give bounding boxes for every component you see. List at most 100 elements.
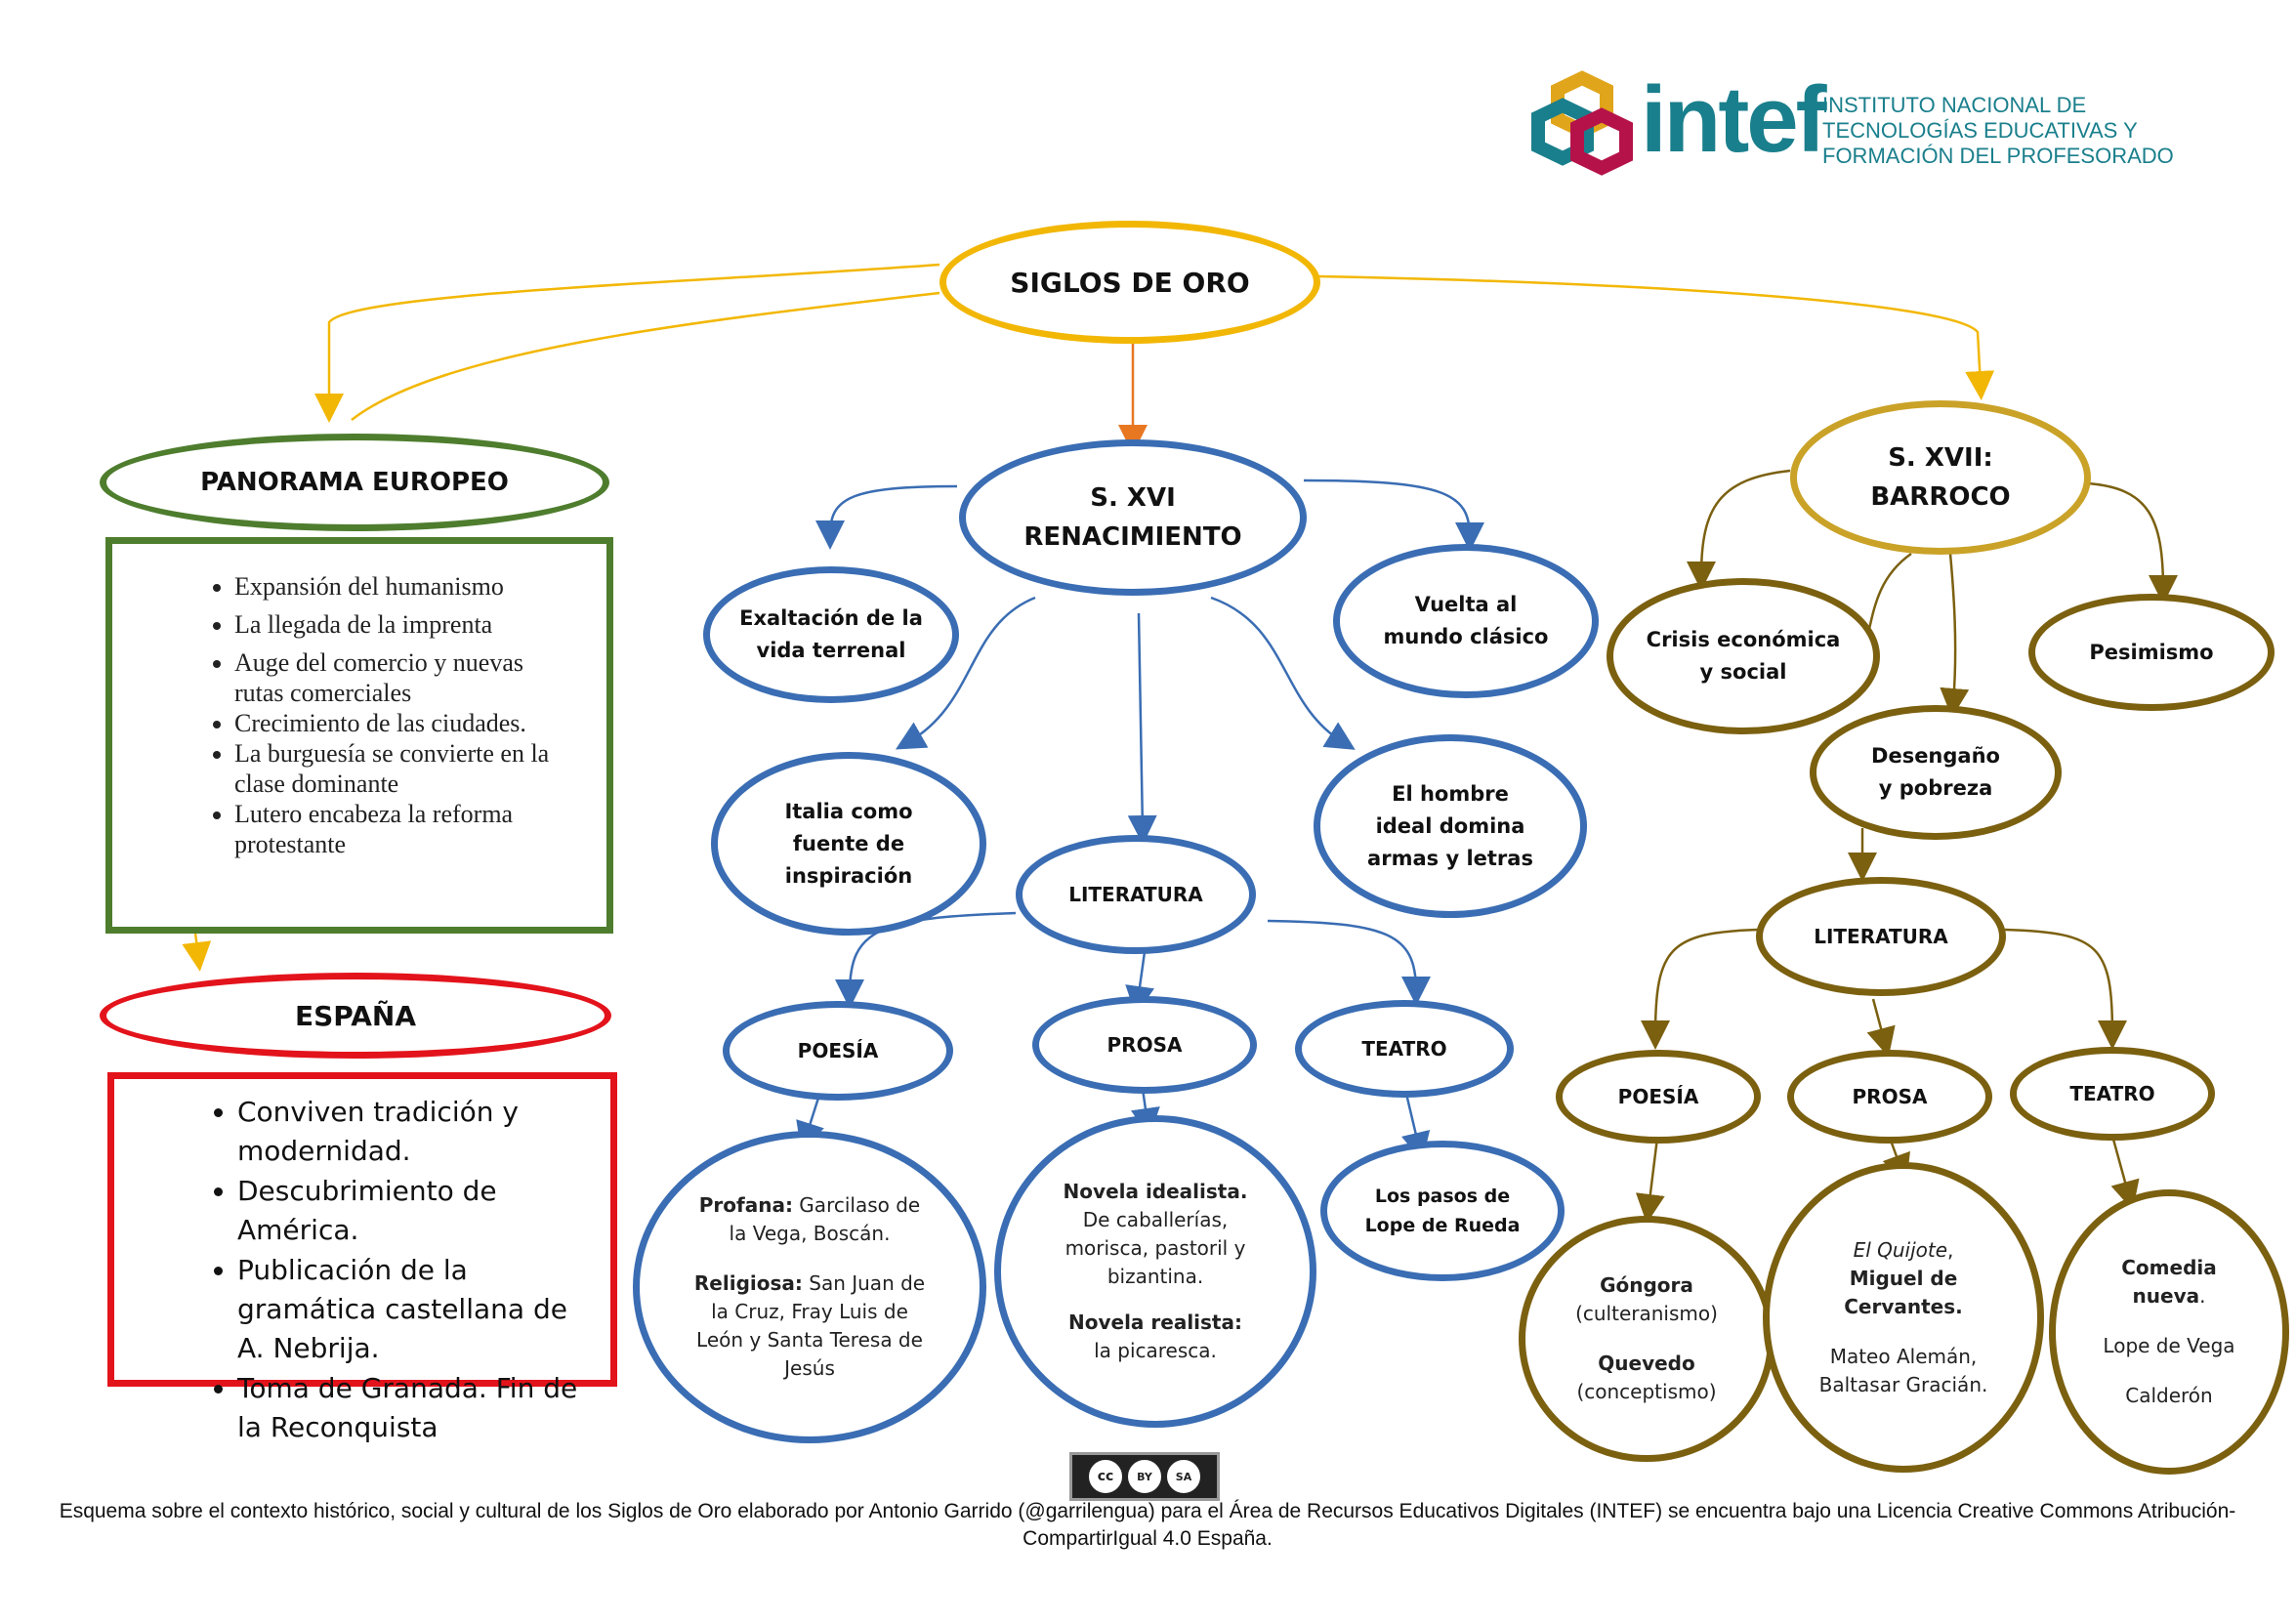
node-vuelta-line-2: mundo clásico	[1383, 625, 1549, 648]
panorama-item: Auge del comercio y nuevas rutas comerci…	[234, 647, 577, 708]
espana-item: Descubrimiento de América.	[237, 1172, 591, 1250]
panorama-europeo-box: Expansión del humanismo La llegada de la…	[105, 537, 613, 934]
node-literatura-s16: LITERATURA	[1016, 835, 1256, 954]
teatro-s16-detail-line-2: Lope de Rueda	[1364, 1215, 1521, 1236]
node-poesia-s16-detail: Profana: Garcilaso de la Vega, Boscán. R…	[633, 1131, 986, 1443]
panorama-item: Expansión del humanismo	[234, 571, 577, 602]
node-panorama-europeo-label: PANORAMA EUROPEO	[200, 468, 509, 497]
node-desengano-line-2: y pobreza	[1878, 776, 1993, 800]
arrow-root-to-barroco	[1317, 274, 1995, 400]
node-vuelta-line-1: Vuelta al	[1414, 593, 1518, 616]
node-desengano-line-1: Desengaño	[1871, 744, 2000, 768]
arrow-teatro16-to-detail	[1400, 1093, 1431, 1162]
espana-item: Conviven tradición y modernidad.	[237, 1093, 591, 1171]
node-teatro-s16-label: TEATRO	[1361, 1037, 1447, 1061]
node-espana: ESPAÑA	[100, 973, 611, 1059]
node-prosa-s17: PROSA	[1787, 1050, 1992, 1144]
node-hombre-line-3: armas y letras	[1367, 846, 1533, 870]
arrow-s17-to-desengano-a	[1940, 553, 1970, 718]
comedia-line: Comedia nueva.	[2085, 1254, 2253, 1311]
node-s17-title-line-2: BARROCO	[1870, 482, 2011, 512]
node-teatro-s17-detail: Comedia nueva. Lope de Vega Calderón	[2049, 1189, 2289, 1475]
intef-logo-icon	[1531, 70, 1633, 176]
calderon: Calderón	[2125, 1384, 2213, 1407]
node-prosa-s17-detail: El Quijote, Miguel de Cervantes. Mateo A…	[1763, 1162, 2044, 1473]
arrow-s17-to-crisis	[1687, 469, 1791, 591]
node-vuelta-mundo-clasico: Vuelta al mundo clásico	[1333, 544, 1599, 698]
node-prosa-s16-detail: Novela idealista. De caballerías, morisc…	[994, 1115, 1316, 1428]
node-panorama-europeo: PANORAMA EUROPEO	[100, 434, 609, 531]
by-icon: BY	[1128, 1460, 1161, 1493]
prosa-realista-text: la picaresca.	[1094, 1339, 1217, 1362]
arrow-s16-to-literatura	[1127, 612, 1157, 845]
node-crisis-line-2: y social	[1699, 660, 1787, 684]
panorama-item: La llegada de la imprenta	[234, 609, 577, 640]
arrow-s16-to-hombre	[1210, 596, 1356, 750]
quijote-title: El Quijote	[1853, 1237, 1948, 1262]
espana-item: Toma de Granada. Fin de la Reconquista	[237, 1369, 591, 1447]
intef-subtitle-line-1: INSTITUTO NACIONAL DE	[1822, 93, 2087, 117]
intef-subtitle: INSTITUTO NACIONAL DE TECNOLOGÍAS EDUCAT…	[1822, 93, 2174, 169]
line-root-to-panorama-2	[351, 291, 940, 421]
prosa-realista-label: Novela realista:	[1068, 1311, 1242, 1334]
node-exaltacion-line-2: vida terrenal	[756, 639, 906, 662]
cervantes-name: Miguel de Cervantes.	[1844, 1266, 1963, 1318]
node-literatura-s17-label: LITERATURA	[1814, 925, 1948, 948]
node-italia-line-1: Italia como	[784, 799, 913, 823]
arrow-root-to-panorama	[314, 263, 940, 423]
cc-by-sa-badge[interactable]: cc BY SA	[1069, 1452, 1220, 1501]
prosa-idealista-text: De caballerías, morisca, pastoril y biza…	[1065, 1208, 1246, 1288]
node-prosa-s16-label: PROSA	[1106, 1033, 1183, 1057]
espana-box: Conviven tradición y modernidad. Descubr…	[107, 1072, 617, 1443]
node-italia-line-3: inspiración	[784, 863, 913, 888]
arrow-teatro17-to-detail	[2110, 1135, 2140, 1211]
node-s16-title-line-1: S. XVI	[1090, 483, 1176, 513]
intef-subtitle-line-2: TECNOLOGÍAS EDUCATIVAS Y	[1822, 118, 2138, 143]
node-poesia-s17-label: POESÍA	[1617, 1085, 1699, 1108]
node-teatro-s16: TEATRO	[1295, 1000, 1514, 1098]
prosa-s17-others: Mateo Alemán, Baltasar Gracián.	[1818, 1344, 1988, 1396]
prosa-idealista-label: Novela idealista.	[1063, 1180, 1248, 1203]
arrow-s16-to-exaltacion	[815, 484, 958, 550]
arrow-panorama-to-espana	[182, 932, 212, 972]
quijote-line: El Quijote,	[1854, 1236, 1954, 1265]
node-prosa-s17-label: PROSA	[1852, 1085, 1928, 1108]
node-desengano: Desengaño y pobreza	[1810, 705, 2062, 840]
node-pesimismo-label: Pesimismo	[2089, 641, 2214, 664]
node-literatura-s16-label: LITERATURA	[1068, 883, 1203, 906]
node-s16-title-line-2: RENACIMIENTO	[1023, 522, 1242, 552]
lope-de-vega: Lope de Vega	[2103, 1334, 2235, 1357]
node-hombre-line-2: ideal domina	[1375, 813, 1525, 838]
panorama-item: Crecimiento de las ciudades.	[234, 708, 577, 738]
gongora-note: (culteranismo)	[1575, 1302, 1718, 1325]
arrow-lit17-to-prosa	[1866, 998, 1896, 1058]
node-teatro-s17: TEATRO	[2010, 1047, 2215, 1141]
node-s17-barroco: S. XVII: BARROCO	[1790, 400, 2091, 555]
node-literatura-s17: LITERATURA	[1756, 877, 2006, 996]
panorama-item: Lutero encabeza la reforma protestante	[234, 799, 577, 859]
arrow-lit16-to-prosa	[1125, 951, 1154, 1016]
license-text: Esquema sobre el contexto histórico, soc…	[59, 1500, 2236, 1550]
poesia-profana-text: Garcilaso de la Vega, Boscán.	[729, 1193, 921, 1245]
node-s16-renacimiento: S. XVI RENACIMIENTO	[959, 439, 1307, 596]
node-exaltacion-line-1: Exaltación de la	[739, 606, 923, 630]
poesia-profana: Profana: Garcilaso de la Vega, Boscán.	[689, 1191, 931, 1248]
poesia-religiosa-label: Religiosa:	[693, 1271, 803, 1295]
arrow-lit17-to-poesia	[1641, 928, 1759, 1050]
node-pesimismo: Pesimismo	[2028, 594, 2275, 711]
poesia-religiosa-text: San Juan de la Cruz, Fray Luis de León y…	[696, 1271, 926, 1380]
node-crisis: Crisis económica y social	[1607, 578, 1880, 734]
poesia-religiosa: Religiosa: San Juan de la Cruz, Fray Lui…	[689, 1269, 931, 1383]
node-poesia-s17-detail: Góngora (culteranismo) Quevedo (concepti…	[1519, 1216, 1774, 1462]
espana-list: Conviven tradición y modernidad. Descubr…	[114, 1093, 591, 1447]
teatro-s16-detail-line-1: Los pasos de	[1374, 1186, 1511, 1207]
panorama-item: La burguesía se convierte en la clase do…	[234, 738, 577, 799]
arrow-lit16-to-teatro	[1267, 919, 1431, 1006]
node-italia-line-2: fuente de	[792, 831, 905, 855]
panorama-europeo-list: Expansión del humanismo La llegada de la…	[112, 571, 577, 859]
sa-icon: SA	[1167, 1460, 1200, 1493]
node-italia: Italia como fuente de inspiración	[711, 752, 986, 936]
cc-icon: cc	[1089, 1460, 1122, 1493]
arrow-lit17-to-teatro	[2004, 928, 2127, 1050]
